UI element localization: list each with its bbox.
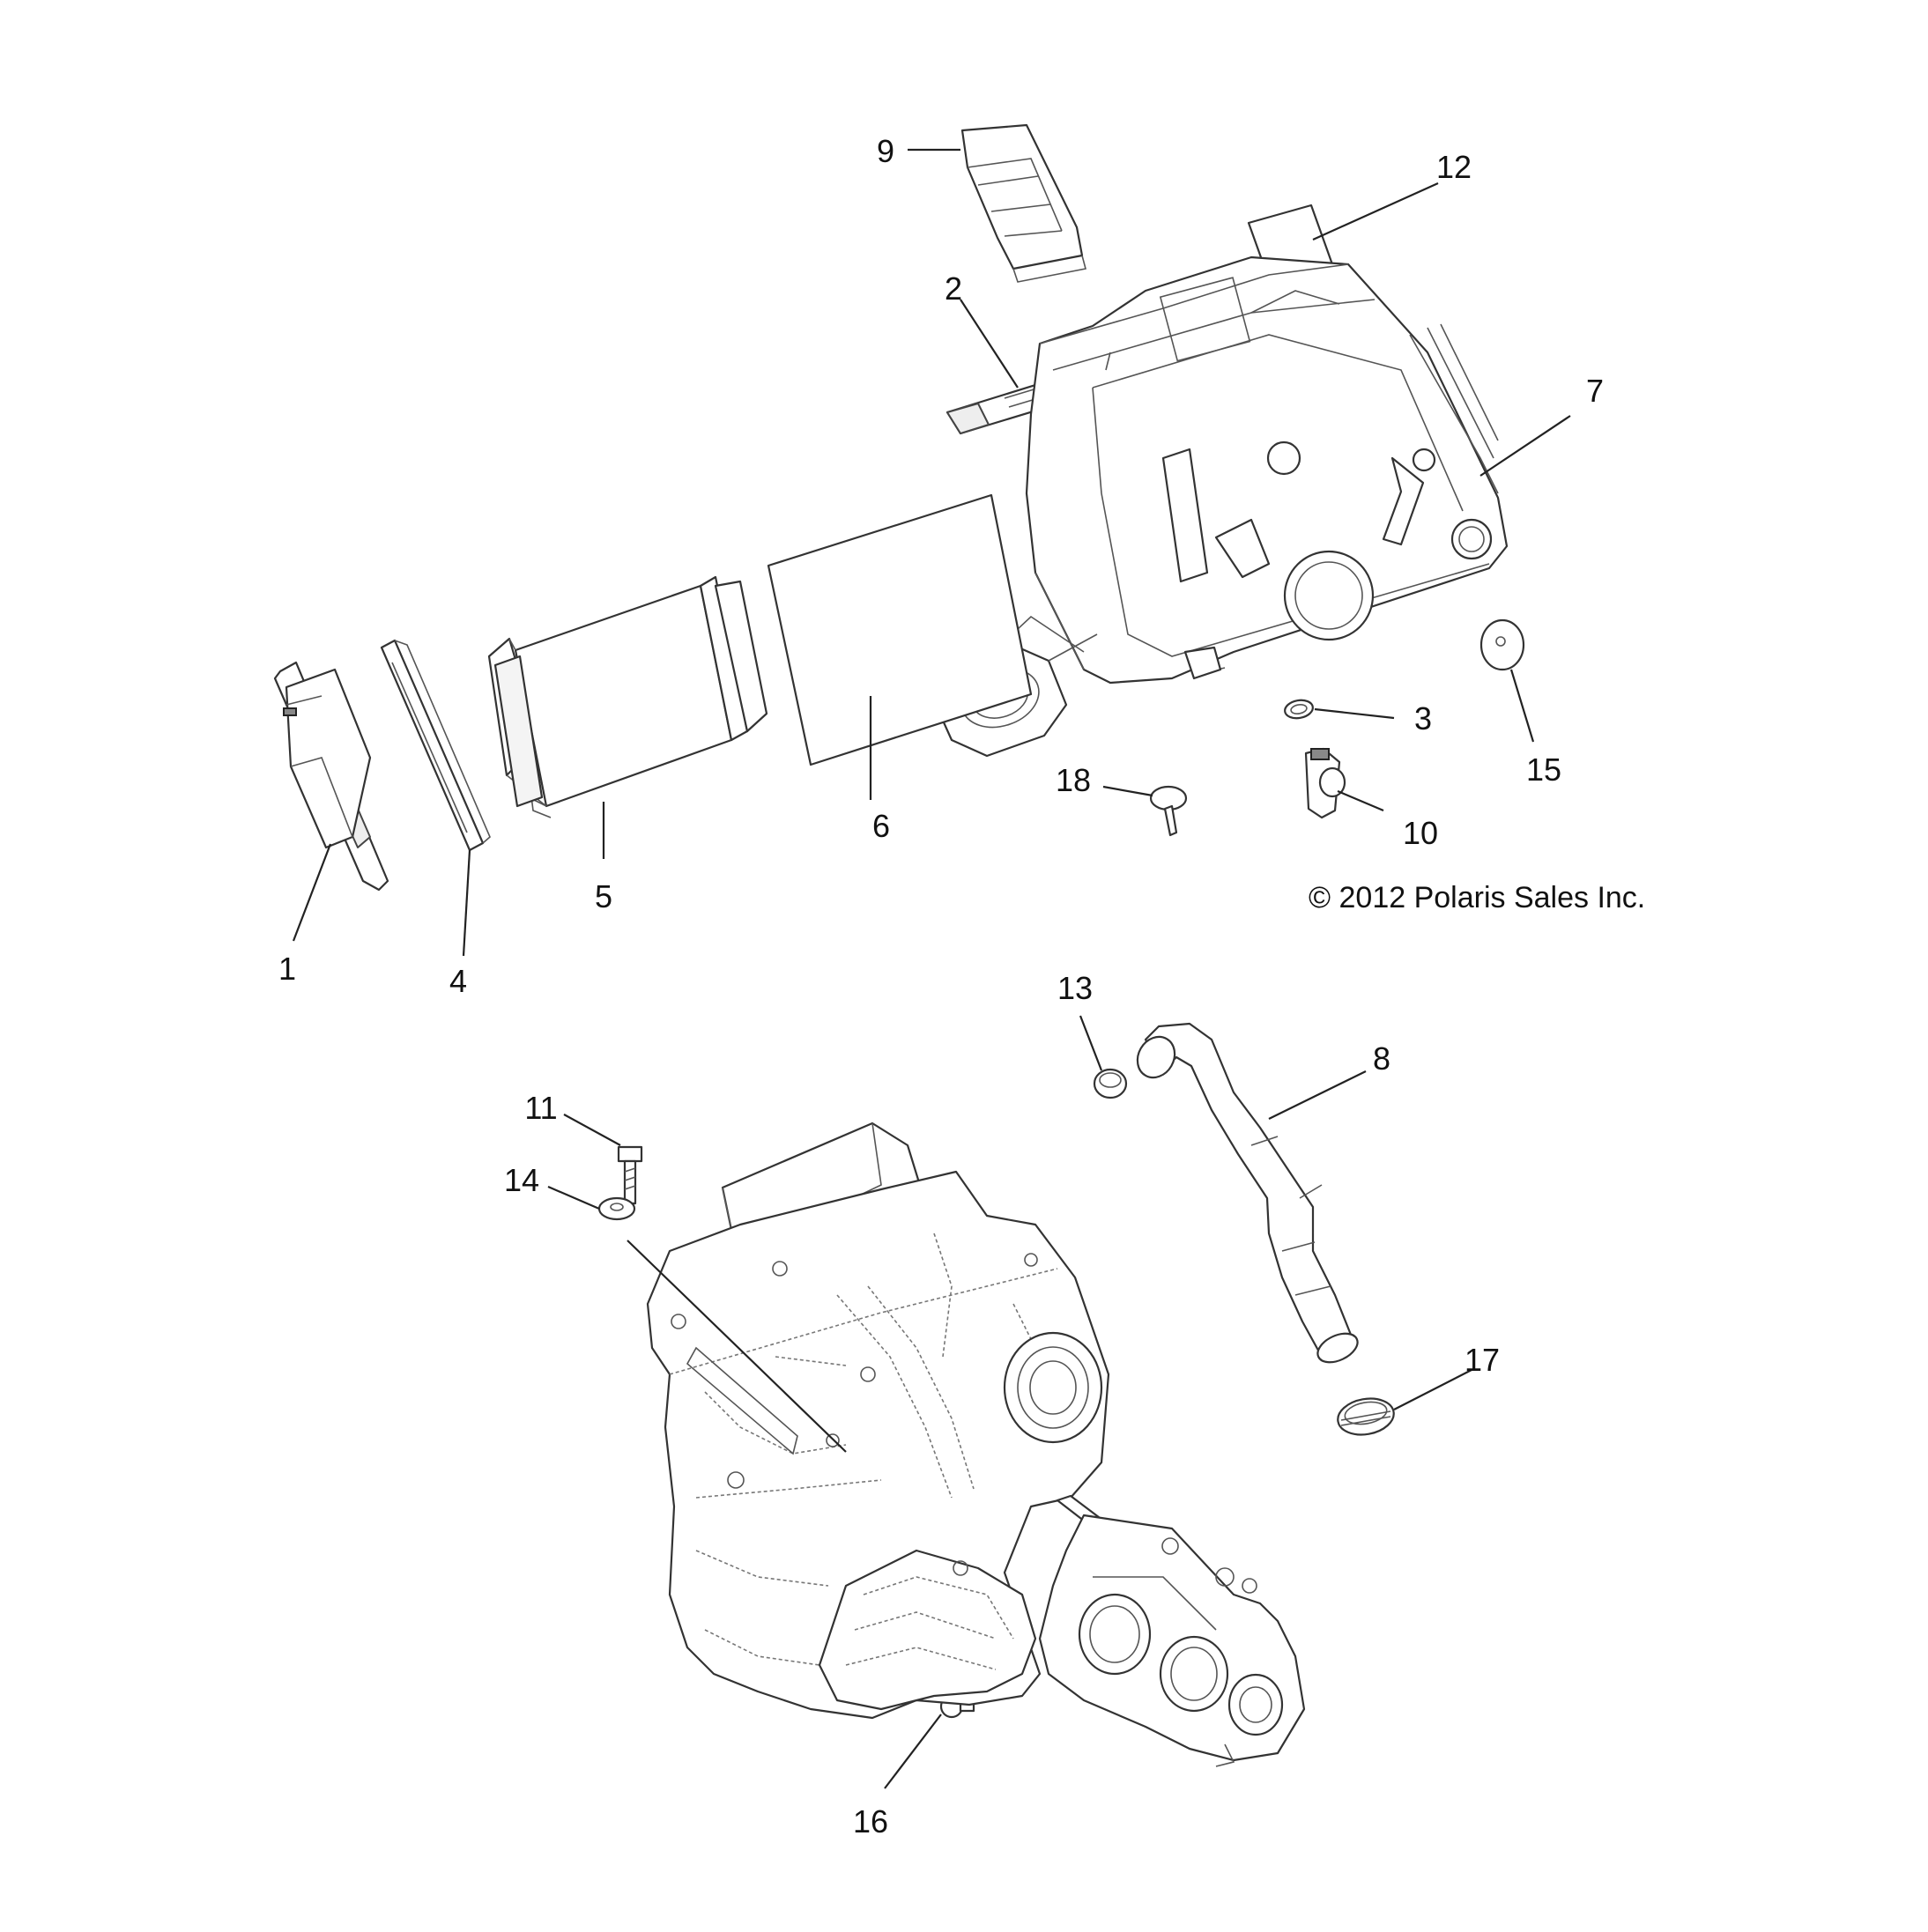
callout-5: 5 [595, 878, 612, 914]
part-17-clamp [1337, 1397, 1395, 1436]
part-15-grommet [1479, 618, 1525, 671]
part-1-cover [273, 661, 389, 892]
callouts: 9 2 12 7 3 15 10 18 6 5 4 1 13 8 11 14 1… [278, 133, 1604, 1839]
callout-10: 10 [1403, 815, 1438, 851]
throttle-body-assembly [1038, 1494, 1306, 1767]
callout-2: 2 [945, 270, 962, 307]
leader-lines [292, 148, 1571, 1789]
callout-9: 9 [877, 133, 894, 169]
callout-18: 18 [1056, 762, 1091, 798]
callout-17: 17 [1465, 1342, 1500, 1378]
part-8-breather-hose [1136, 1022, 1359, 1364]
part-11-bolt [617, 1145, 643, 1205]
callout-8: 8 [1373, 1040, 1390, 1077]
callout-11: 11 [524, 1090, 557, 1126]
callout-7: 7 [1586, 373, 1604, 409]
part-7-airbox-housing [934, 255, 1509, 758]
part-18-clamp [1149, 785, 1188, 837]
part-10-drain-valve [1304, 747, 1346, 819]
part-14-washer [597, 1196, 636, 1221]
callout-13: 13 [1057, 970, 1093, 1006]
engine-assembly [646, 1121, 1110, 1720]
callout-12: 12 [1436, 149, 1472, 185]
part-5-filter-element [487, 575, 768, 818]
part-4-gasket [380, 639, 491, 852]
callout-4: 4 [449, 963, 467, 999]
part-3-o-ring [1284, 699, 1314, 720]
callout-14: 14 [504, 1162, 539, 1198]
callout-16: 16 [853, 1803, 888, 1839]
callout-6: 6 [872, 808, 890, 844]
part-6-prefilter [767, 493, 1033, 766]
callout-1: 1 [278, 951, 296, 987]
part-13-clamp [1093, 1068, 1128, 1099]
copyright-notice: © 2012 Polaris Sales Inc. [1309, 881, 1645, 914]
callout-3: 3 [1414, 700, 1432, 737]
callout-15: 15 [1526, 751, 1561, 788]
part-9-cover [960, 123, 1086, 283]
